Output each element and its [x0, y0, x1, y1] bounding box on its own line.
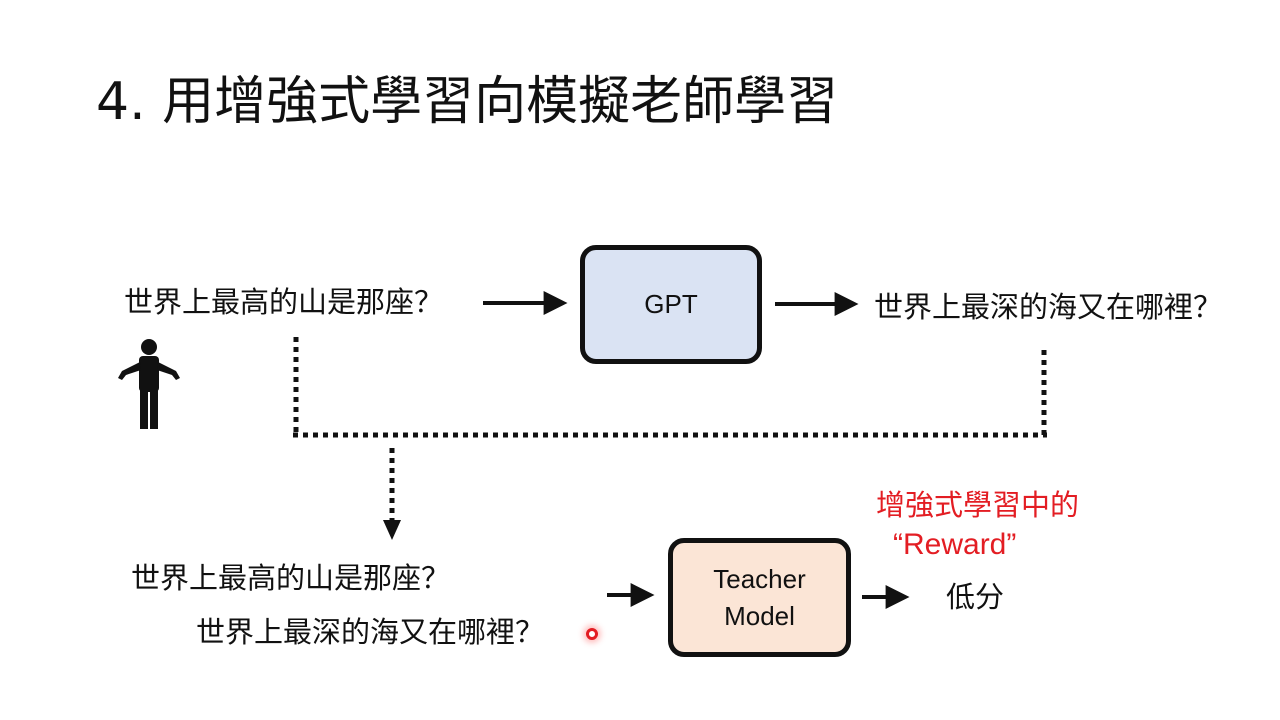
arrow-down-icon [383, 520, 401, 540]
reward-note-line1: 增強式學習中的 [876, 488, 1080, 522]
gpt-model-box: GPT [580, 245, 762, 364]
top-response: 世界上最深的海又在哪裡？ [874, 290, 1223, 324]
page-title: 4. 用增強式學習向模擬老師學習 [96, 72, 839, 132]
score-label: 低分 [946, 580, 1005, 614]
reward-note-line2: “Reward” [893, 528, 1017, 561]
teacher-label-line1: Teacher [713, 563, 806, 594]
teacher-model-box: Teacher Model [668, 538, 851, 657]
bottom-response: 世界上最深的海又在哪裡？ [196, 615, 545, 649]
bottom-question: 世界上最高的山是那座？ [131, 561, 451, 595]
person-shrug-icon [118, 339, 180, 429]
gpt-label: GPT [644, 289, 698, 319]
pointer-cursor-icon [586, 628, 598, 640]
top-question: 世界上最高的山是那座？ [124, 285, 444, 319]
teacher-label-line2: Model [724, 600, 795, 631]
